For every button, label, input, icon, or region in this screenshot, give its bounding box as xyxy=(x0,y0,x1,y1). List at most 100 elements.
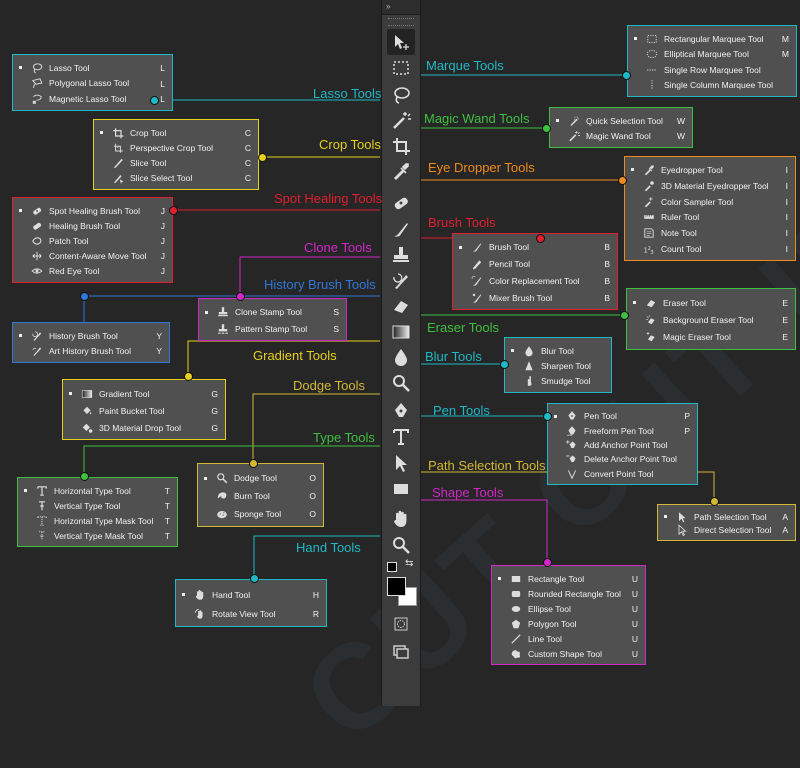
lasso-menu-item[interactable]: Polygonal Lasso Tool xyxy=(30,76,129,92)
shortcut-key: L xyxy=(160,94,165,105)
toolbar-grip[interactable] xyxy=(388,18,414,26)
eyedropper-menu-item[interactable]: Color Sampler Tool xyxy=(642,194,733,210)
eraser-menu-item[interactable]: Background Eraser Tool xyxy=(644,311,754,328)
clone-menu-item[interactable]: Clone Stamp Tool xyxy=(216,304,302,321)
blur-menu-item[interactable]: Smudge Tool xyxy=(522,374,590,389)
dodge-menu-item[interactable]: Sponge Tool xyxy=(215,505,281,523)
toolbar-eraser-icon[interactable] xyxy=(387,293,415,319)
eyedropper-menu-item[interactable]: 3D Material Eyedropper Tool xyxy=(642,178,769,194)
pen-menu-item[interactable]: Delete Anchor Point Tool xyxy=(565,452,677,466)
toolbar-brush-icon[interactable] xyxy=(387,216,415,242)
brush-menu-item[interactable]: Mixer Brush Tool xyxy=(470,289,552,306)
eyedropper-menu-item[interactable]: Eyedropper Tool xyxy=(642,162,723,178)
toolbar-marquee-icon[interactable] xyxy=(387,55,415,81)
brush-menu-item[interactable]: Pencil Tool xyxy=(470,256,530,273)
pencil-icon xyxy=(470,258,484,270)
pathsel-menu-item[interactable]: Path Selection Tool xyxy=(675,510,767,524)
spot-menu-item[interactable]: Red Eye Tool xyxy=(30,264,99,279)
marquee-menu-item[interactable]: Rectangular Marquee Tool xyxy=(645,31,764,47)
shape-menu-item[interactable]: Rectangle Tool xyxy=(509,571,584,586)
eyedropper-menu-item[interactable]: Note Tool xyxy=(642,225,697,241)
lasso-menu-item[interactable]: Lasso Tool xyxy=(30,60,89,76)
marquee-menu-item[interactable]: Single Column Marquee Tool xyxy=(645,78,773,94)
eraser-menu-item[interactable]: Magic Eraser Tool xyxy=(644,329,731,346)
spot-menu-item[interactable]: Patch Tool xyxy=(30,233,89,248)
marquee-menu-item[interactable]: Single Row Marquee Tool xyxy=(645,62,761,78)
toolbar-type-icon[interactable] xyxy=(387,424,415,450)
foreground-color-swatch[interactable] xyxy=(387,577,406,596)
type-menu-item[interactable]: Vertical Type Mask Tool xyxy=(35,528,143,543)
history-menu-item[interactable]: History Brush Tool xyxy=(30,328,118,344)
spot-menu-item[interactable]: Spot Healing Brush Tool xyxy=(30,203,140,218)
crop-menu-item[interactable]: Slice Select Tool xyxy=(111,171,192,186)
brush-heading: Brush Tools xyxy=(428,215,496,230)
eraser-menu-item[interactable]: Eraser Tool xyxy=(644,294,706,311)
crop-menu-item[interactable]: Perspective Crop Tool xyxy=(111,140,213,155)
blur-menu-item[interactable]: Sharpen Tool xyxy=(522,358,591,373)
shape-menu-item[interactable]: Polygon Tool xyxy=(509,616,577,631)
toolbar-move-icon[interactable] xyxy=(387,29,415,55)
pen-menu-item[interactable]: Freeform Pen Tool xyxy=(565,423,654,437)
gradient-menu-item[interactable]: Gradient Tool xyxy=(80,385,149,402)
hand-menu-item[interactable]: Rotate View Tool xyxy=(193,604,275,623)
toolbar-dodge-icon[interactable] xyxy=(387,370,415,396)
eyedropper-menu-item[interactable]: Ruler Tool xyxy=(642,210,699,226)
default-colors-icon[interactable] xyxy=(387,562,397,572)
type-menu-item[interactable]: Vertical Type Tool xyxy=(35,498,120,513)
toolbar-blur-icon[interactable] xyxy=(387,344,415,370)
shape-menu-item[interactable]: Ellipse Tool xyxy=(509,601,571,616)
shape-menu-item[interactable]: Custom Shape Tool xyxy=(509,646,602,661)
toolbar-clone-stamp-icon[interactable] xyxy=(387,242,415,268)
screen-mode-icon[interactable] xyxy=(387,638,415,664)
toolbar-magic-wand-icon[interactable] xyxy=(387,107,415,133)
quick-mask-icon[interactable] xyxy=(387,611,415,637)
type-menu-item[interactable]: Horizontal Type Mask Tool xyxy=(35,513,153,528)
hand-menu-item[interactable]: Hand Tool xyxy=(193,585,250,604)
toolbar-pen-icon[interactable] xyxy=(387,398,415,424)
collapse-button[interactable]: » xyxy=(382,0,420,15)
crop-menu-item[interactable]: Slice Tool xyxy=(111,156,166,171)
pathsel-menu-item[interactable]: Direct Selection Tool xyxy=(675,524,771,538)
gradient-menu-item[interactable]: Paint Bucket Tool xyxy=(80,402,165,419)
swap-colors-icon[interactable]: ⇆ xyxy=(405,558,414,569)
shape-menu-item[interactable]: Line Tool xyxy=(509,631,562,646)
toolbar-zoom-icon[interactable] xyxy=(387,532,415,558)
wand-menu-item[interactable]: Magic Wand Tool xyxy=(567,129,651,145)
lasso-menu-item[interactable]: Magnetic Lasso Tool xyxy=(30,91,126,107)
toolbar-spot-healing-icon[interactable] xyxy=(387,190,415,216)
pen-menu-item[interactable]: Pen Tool xyxy=(565,409,617,423)
toolbar-crop-icon[interactable] xyxy=(387,133,415,159)
history-menu-item[interactable]: Art History Brush Tool xyxy=(30,344,131,360)
pen-menu-item[interactable]: Convert Point Tool xyxy=(565,467,653,481)
spot-menu-item[interactable]: Content-Aware Move Tool xyxy=(30,249,147,264)
shortcut-key: U xyxy=(631,573,638,584)
menu-item-label: Brush Tool xyxy=(489,242,530,253)
menu-item-label: Slice Select Tool xyxy=(130,173,193,184)
brush-menu-item[interactable]: Brush Tool xyxy=(470,239,529,256)
type-menu-item[interactable]: Horizontal Type Tool xyxy=(35,483,131,498)
toolbar-gradient-icon[interactable] xyxy=(387,319,415,345)
toolbar-hand-icon[interactable] xyxy=(387,506,415,532)
marquee-heading: Marque Tools xyxy=(426,58,504,73)
dodge-menu-item[interactable]: Dodge Tool xyxy=(215,469,277,487)
blur-menu-item[interactable]: Blur Tool xyxy=(522,343,574,358)
dodge-menu-item[interactable]: Burn Tool xyxy=(215,487,270,505)
shape-menu-item[interactable]: Rounded Rectangle Tool xyxy=(509,586,621,601)
toolbar-history-brush-icon[interactable] xyxy=(387,268,415,294)
menu-item-label: Vertical Type Mask Tool xyxy=(54,530,143,541)
brush-menu-item[interactable]: Color Replacement Tool xyxy=(470,273,580,290)
clone-menu-item[interactable]: Pattern Stamp Tool xyxy=(216,321,307,338)
toolbar-eyedropper-icon[interactable] xyxy=(387,158,415,184)
wand-menu-item[interactable]: Quick Selection Tool xyxy=(567,113,663,129)
gradient-menu-item[interactable]: 3D Material Drop Tool xyxy=(80,419,181,436)
spot-menu-item[interactable]: Healing Brush Tool xyxy=(30,218,120,233)
toolbar-rectangle-icon[interactable] xyxy=(387,476,415,502)
note-icon xyxy=(642,227,656,239)
toolbar-lasso-icon[interactable] xyxy=(387,82,415,108)
crop-menu-item[interactable]: Crop Tool xyxy=(111,125,166,140)
marquee-menu-item[interactable]: Elliptical Marquee Tool xyxy=(645,47,749,63)
toolbar-path-selection-icon[interactable] xyxy=(387,450,415,476)
pen-menu-item[interactable]: Add Anchor Point Tool xyxy=(565,438,668,452)
